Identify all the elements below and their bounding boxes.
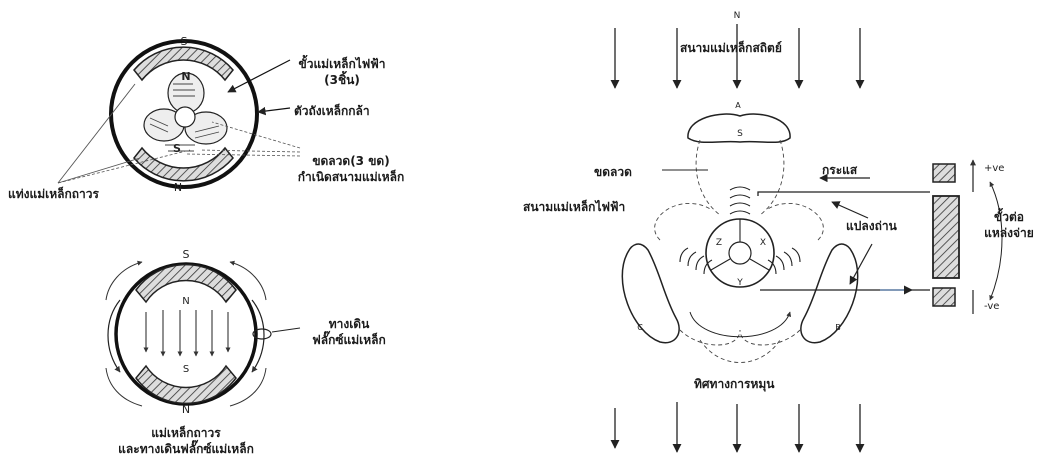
em-field-label: สนามแม่เหล็กไฟฟ้า — [523, 199, 625, 215]
inner-label-n: N — [182, 296, 189, 307]
terminal-bottom — [933, 288, 955, 306]
motor-section: N — [615, 11, 1004, 452]
inner-label-s: S — [183, 364, 189, 375]
supply-label: ขั้วต่อ แหล่งจ่าย — [976, 209, 1042, 241]
pole-label-top: S — [181, 35, 188, 48]
rotor-s-label: S — [737, 129, 743, 139]
permanent-magnet-label: แท่งแม่เหล็กถาวร — [8, 186, 99, 202]
rotor-shaft — [729, 242, 751, 264]
pole-label-bottom-2: N — [182, 403, 190, 416]
static-field-arrows-bottom — [615, 402, 860, 452]
flux-diagram: S N N S — [106, 248, 300, 416]
coil-label-line1: ขดลวด(3 ขด) — [280, 153, 422, 169]
outer-arc-top-left — [106, 262, 142, 300]
seg-y-label: Y — [736, 278, 743, 288]
seg-x-label: X — [760, 238, 766, 248]
supply-curve — [990, 182, 1002, 300]
pole-label-bottom: N — [174, 181, 182, 194]
coil-label-line2: กำเนิดสนามแม่เหล็ก — [280, 169, 422, 185]
stator-diagram: S N N S — [58, 35, 300, 194]
seg-z-label: Z — [716, 238, 722, 248]
flux-path-label: ทางเดิน ฟลั๊กซ์แม่เหล็ก — [294, 316, 404, 348]
flux-path-label-line2: ฟลั๊กซ์แม่เหล็ก — [294, 332, 404, 348]
supply-label-line2: แหล่งจ่าย — [976, 225, 1042, 241]
outer-arc-bottom-left — [106, 368, 142, 406]
leader-magnet-2 — [58, 158, 140, 183]
rotor — [144, 73, 227, 151]
terminal-top — [933, 164, 955, 182]
flux-caption-line2: และทางเดินฟลั๊กซ์แม่เหล็ก — [86, 441, 286, 457]
armature-label: ตัวถังเหล็กกล้า — [294, 103, 370, 119]
flux-lines — [146, 310, 228, 356]
flux-ring — [116, 264, 256, 404]
coil-label-right: ขดลวด — [594, 164, 632, 180]
current-label: กระแส — [822, 162, 857, 178]
static-field-arrows-top — [615, 24, 860, 88]
supply-block — [933, 196, 959, 278]
pole-a-label: A — [735, 101, 741, 110]
electromagnet-label: ขั้วแม่เหล็กไฟฟ้า (3ชิ้น) — [282, 56, 402, 88]
flux-path-label-line1: ทางเดิน — [294, 316, 404, 332]
supply-label-line1: ขั้วต่อ — [976, 209, 1042, 225]
field-top-letter: N — [734, 11, 741, 21]
pole-c-label: C — [637, 323, 643, 332]
leader-frame — [258, 108, 290, 112]
outer-arc-bottom-right — [230, 368, 266, 406]
pole-b-label: B — [835, 323, 841, 332]
minus-label: -ve — [984, 301, 999, 312]
leader-coil-2 — [200, 150, 300, 152]
supply-wire-top — [758, 192, 930, 196]
plus-label: +ve — [984, 163, 1004, 174]
pole-shoe-b — [801, 244, 858, 343]
rotation-arc — [690, 312, 790, 337]
electromagnet-label-line2: (3ชิ้น) — [282, 72, 402, 88]
rotation-label: ทิศทางการหมุน — [694, 376, 775, 392]
pole-shoe-c — [622, 244, 679, 343]
outer-arc-top-right — [230, 262, 266, 300]
commutator-label: แปลงถ่าน — [846, 218, 897, 234]
flux-caption: แม่เหล็กถาวร และทางเดินฟลั๊กซ์แม่เหล็ก — [86, 425, 286, 457]
rotor-hub — [175, 107, 195, 127]
leader-magnet-1 — [58, 84, 135, 183]
static-field-label: สนามแม่เหล็กสถิตย์ — [680, 40, 782, 56]
coil-label: ขดลวด(3 ขด) กำเนิดสนามแม่เหล็ก — [280, 153, 422, 185]
pole-label-top-2: S — [183, 248, 190, 261]
flux-caption-line1: แม่เหล็กถาวร — [86, 425, 286, 441]
brush-leader-1 — [832, 202, 868, 218]
rotor-label-n: N — [181, 70, 190, 83]
electromagnet-label-line1: ขั้วแม่เหล็กไฟฟ้า — [282, 56, 402, 72]
